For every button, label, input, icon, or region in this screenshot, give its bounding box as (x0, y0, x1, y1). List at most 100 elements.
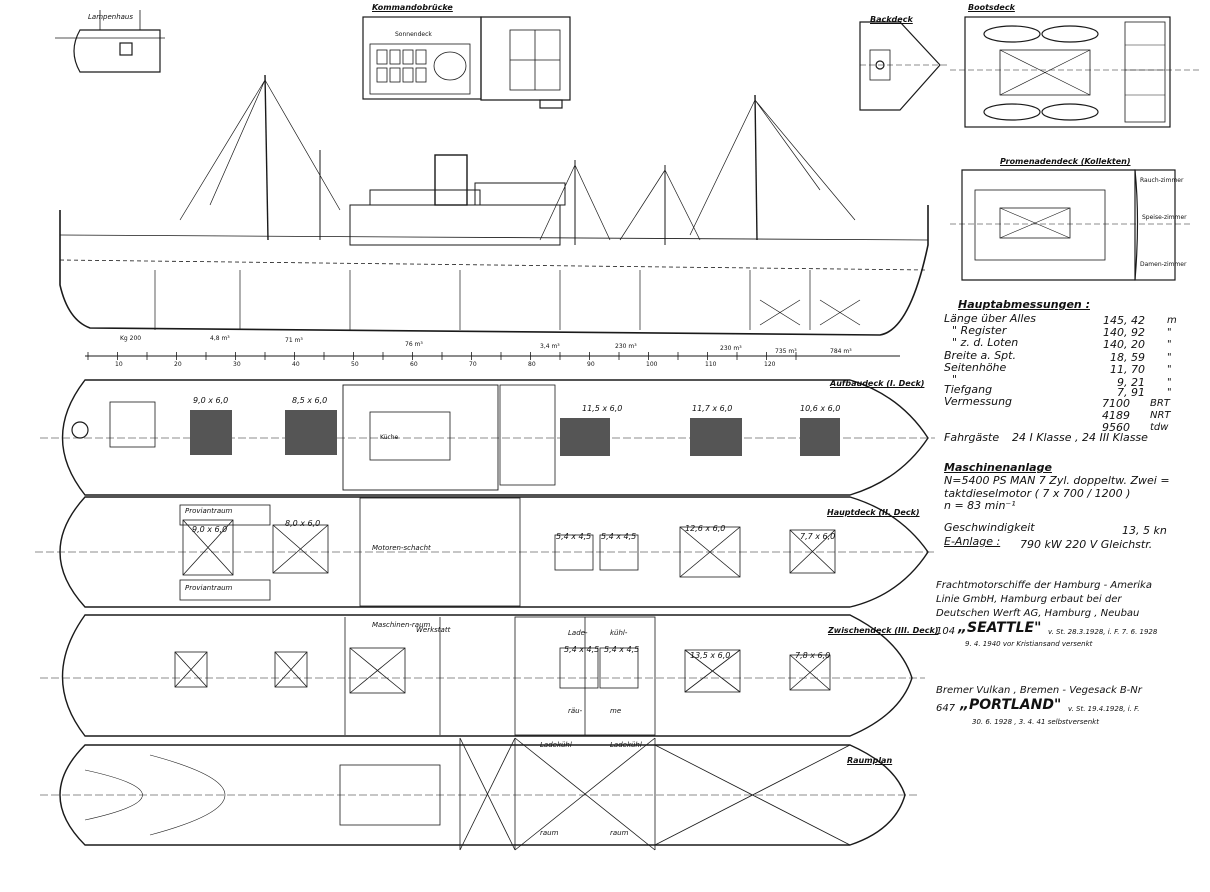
room-label-ladekuehl-1: Ladekühl (540, 741, 572, 749)
hatch-dim: 5,4 x 4,5 (564, 645, 600, 654)
portland-fate: 30. 6. 1928 , 3. 4. 41 selbstversenkt (972, 718, 1099, 726)
electric-value: 790 kW 220 V Gleichstr. (1020, 538, 1153, 551)
dim-row-unit: " (1167, 387, 1172, 398)
room-label-lade: Lade- (568, 629, 588, 637)
main-deck-title: Hauptdeck (II. Deck) (827, 508, 920, 517)
dim-row-unit: " (1167, 352, 1172, 363)
dim-row-value: 7, 91 (1117, 386, 1145, 399)
hatch-dim: 12,6 x 6,0 (685, 524, 726, 533)
dim-row-unit: " (1167, 364, 1172, 375)
hatch-dim: 13,5 x 6,0 (690, 651, 731, 660)
description-line: Frachtmotorschiffe der Hamburg - Amerika (936, 580, 1152, 591)
description-line: Deutschen Werft AG, Hamburg , Neubau (936, 608, 1140, 619)
room-label-raum-a: raum (540, 829, 559, 837)
scale-tick-label: 50 (351, 361, 359, 368)
scale-tick-label: 40 (292, 361, 300, 368)
hold-plan-title: Raumplan (847, 756, 893, 765)
hatch-dim: 7,8 x 6,0 (795, 651, 831, 660)
builder-line: Bremer Vulkan , Bremen - Vegesack B-Nr (936, 685, 1142, 696)
scale-tick-label: 30 (233, 361, 241, 368)
dim-row-label: Breite a. Spt. (944, 349, 1016, 362)
dim-row-unit: " (1167, 377, 1172, 388)
capacity-label: 784 m³ (830, 348, 852, 355)
capacity-label: 230 m³ (615, 343, 637, 350)
seattle-name: „SEATTLE" (958, 620, 1042, 636)
vermessung-value: 7100 (1102, 397, 1130, 410)
dim-row-value: 9, 21 (1117, 376, 1145, 389)
hatch-dim: 11,5 x 6,0 (582, 404, 623, 413)
dim-row-value: 145, 42 (1103, 314, 1145, 327)
dim-row-value: 140, 20 (1103, 338, 1145, 351)
dim-row-label: Länge über Alles (944, 312, 1036, 325)
scale-tick-label: 70 (469, 361, 477, 368)
room-label-motoren: Motoren-schacht (372, 544, 431, 552)
seattle-number: 104 (936, 626, 956, 637)
scale-tick-label: 80 (528, 361, 536, 368)
hatch-dim: 9,0 x 6,0 (193, 396, 229, 405)
bootsdeck-plan (950, 16, 1200, 128)
seattle-dates: v. St. 28.3.1928, i. F. 7. 6. 1928 (1048, 628, 1158, 636)
hatch-dim: 5,4 x 4,5 (556, 532, 592, 541)
hold-plan (40, 737, 920, 851)
scale-bar-ticks (87, 352, 797, 360)
dim-row-label: " z. d. Loten (952, 336, 1019, 349)
bridge-inner-label: Sonnendeck (395, 31, 432, 38)
machinery-line: taktdieselmotor ( 7 x 700 / 1200 ) (944, 487, 1131, 500)
bridge-plan (362, 16, 571, 109)
room-label-raum-b: raum (610, 829, 629, 837)
lamp-house-detail (55, 10, 165, 73)
hatch-dim: 11,7 x 6,0 (692, 404, 733, 413)
portland-name: „PORTLAND" (960, 697, 1062, 713)
dim-row-label: Tiefgang (944, 383, 993, 396)
room-label-maschinen: Maschinen-raum (372, 621, 431, 629)
hatch-dim: 5,4 x 4,5 (601, 532, 637, 541)
hatch-dim: 5,4 x 4,5 (604, 645, 640, 654)
scale-tick-label: 100 (646, 361, 658, 368)
room-label-damen: Damen-zimmer (1140, 261, 1187, 268)
dim-row-unit: " (1167, 327, 1172, 338)
vermessung-unit: tdw (1150, 422, 1169, 433)
room-label-raeu: räu- (568, 707, 583, 715)
scale-tick-label: 110 (705, 361, 717, 368)
vermessung-label: Vermessung (944, 395, 1013, 408)
room-label-speise: Speise-zimmer (1142, 214, 1187, 221)
scale-tick-label: 90 (587, 361, 595, 368)
hatch-dim: 8,0 x 6,0 (285, 519, 321, 528)
bootsdeck-title: Bootsdeck (968, 3, 1015, 12)
capacity-label: 3,4 m³ (540, 343, 560, 350)
vermessung-value: 9560 (1102, 421, 1130, 434)
lamp-house-title: Lampenhaus (88, 13, 134, 21)
portland-number: 647 (936, 703, 956, 714)
room-label-proviant-1: Proviantraum (185, 507, 233, 515)
passengers-label: Fahrgäste (944, 431, 1000, 444)
room-label-kueche: Küche (380, 434, 399, 441)
main-dimensions-heading: Hauptabmessungen : (958, 298, 1090, 311)
dim-row-value: 140, 92 (1103, 326, 1145, 339)
dim-row-label: " Register (952, 324, 1007, 337)
capacity-label: Kg 200 (120, 335, 142, 342)
seattle-fate: 9. 4. 1940 vor Kristiansand versenkt (965, 640, 1093, 648)
hatch-dim: 7,7 x 6,0 (800, 532, 836, 541)
hatch-dim: 8,5 x 6,0 (292, 396, 328, 405)
main-deck-plan (35, 496, 935, 608)
tween-deck-plan (40, 614, 925, 737)
backdeck-plan (859, 21, 950, 111)
upper-deck-plan (40, 379, 935, 496)
upper-deck-title: Aufbaudeck (I. Deck) (830, 379, 925, 388)
scale-tick-label: 10 (115, 361, 123, 368)
vermessung-value: 4189 (1102, 409, 1130, 422)
scale-tick-label: 20 (174, 361, 182, 368)
dim-row-label: " (952, 373, 958, 386)
side-elevation (59, 74, 929, 357)
room-label-proviant-2: Proviantraum (185, 584, 233, 592)
room-label-ladekuehl-2: Ladekühl (610, 741, 642, 749)
vermessung-unit: NRT (1150, 410, 1171, 421)
capacity-label: 76 m³ (405, 341, 423, 348)
room-label-rauch: Rauch-zimmer (1140, 177, 1184, 184)
promenade-title: Promenadendeck (Kollekten) (1000, 157, 1131, 166)
room-label-werkstatt: Werkstatt (416, 626, 451, 634)
capacity-label: 71 m³ (285, 337, 303, 344)
scale-tick-label: 60 (410, 361, 418, 368)
passengers-value: 24 I Klasse , 24 III Klasse (1012, 431, 1148, 444)
scale-tick-label: 120 (764, 361, 776, 368)
